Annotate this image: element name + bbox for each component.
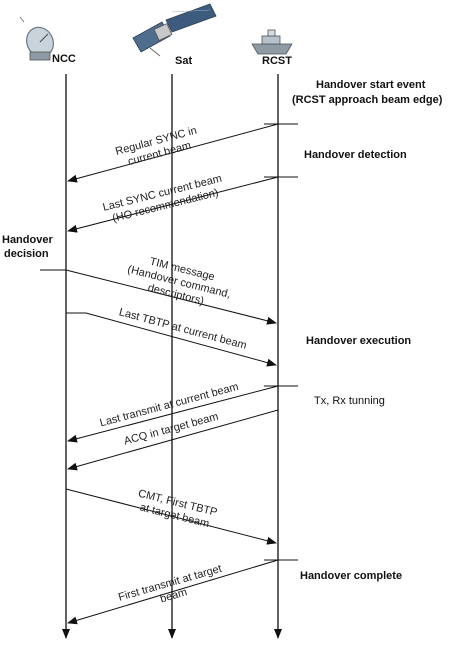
- event-start-line2: (RCST approach beam edge): [292, 94, 443, 106]
- message-arrow: [67, 385, 279, 443]
- message-label-last-sync: Last SYNC current beam (HO recommendatio…: [102, 173, 224, 225]
- message-label-tim: TIM message (Handover command, descripto…: [126, 256, 232, 308]
- message-arrow: [67, 559, 279, 625]
- event-start-line1: Handover start event: [316, 79, 426, 91]
- event-complete: Handover complete: [300, 570, 402, 582]
- sat-label: Sat: [175, 55, 192, 67]
- message-arrow: [67, 176, 279, 233]
- ship-icon: [251, 29, 293, 55]
- event-tuning: Tx, Rx tunning: [314, 395, 385, 407]
- message-arrow: [65, 269, 277, 325]
- message-label-last-tbtp: Last TBTP at current beam: [118, 306, 248, 352]
- rcst-label: RCST: [262, 55, 292, 67]
- message-text: Last TBTP at current beam: [118, 306, 248, 352]
- message-arrow: [65, 488, 277, 545]
- event-execution: Handover execution: [306, 335, 411, 347]
- ncc-label: NCC: [52, 53, 76, 65]
- message-arrow: [85, 312, 277, 367]
- message-arrow: [67, 409, 279, 471]
- event-decision-line2: decision: [4, 248, 49, 260]
- event-decision-line1: Handover: [2, 234, 53, 246]
- message-label-regular-sync: Regular SYNC in current beam: [114, 125, 198, 168]
- event-detection: Handover detection: [304, 149, 407, 161]
- satellite-icon: [132, 3, 217, 57]
- message-arrow: [67, 123, 279, 183]
- message-label-cmt: CMT, First TBTP at target beam: [137, 488, 219, 531]
- satellite-dish-icon: [19, 16, 54, 61]
